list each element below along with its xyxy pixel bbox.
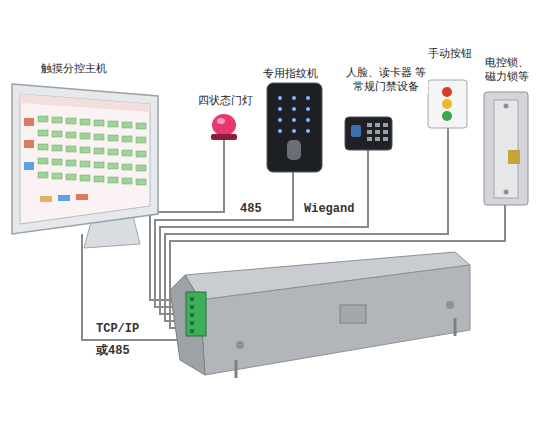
fingerprint-unit [267,83,322,172]
device-label: 手动按钮 [427,47,473,61]
button-plate [428,80,467,128]
signal-label: TCP/IP [95,322,140,337]
light-base [211,134,237,140]
fingerprint-body [267,83,322,172]
fingerprint-sensor [287,140,301,160]
door-light [211,114,237,140]
electric-lock [484,92,528,205]
lock-bolt [508,150,520,164]
keypad [278,96,310,133]
screen-title-bar [20,94,150,112]
device-label: 人脸、读卡器 等常规门禁设备 [344,66,428,94]
touch-monitor [12,84,158,248]
screen-side-buttons [24,118,88,202]
reader-keys [367,123,388,141]
light-highlight [217,118,225,124]
screen-grid [38,116,146,185]
lock-plate [484,92,528,205]
controller-box [170,252,470,378]
device-label: 四状态门灯 [197,94,254,108]
signal-label: Wiegand [303,202,355,217]
yellow-lamp [442,99,452,109]
signal-label: 或485 [95,344,131,359]
lock-body [494,100,518,198]
green-lamp [442,111,452,121]
terminal-block [186,292,206,336]
box-label-plate [340,305,366,323]
box-end [170,275,205,375]
signal-label: 485 [239,202,263,217]
manual-button [428,80,467,128]
red-lamp [442,87,452,97]
box-front [200,265,470,375]
reader-body [345,117,392,150]
monitor-screen [20,94,150,224]
device-label: 触摸分控主机 [40,62,108,76]
device-label: 电控锁、 磁力锁等 [481,56,533,84]
card-reader [345,117,392,150]
light-dome [212,114,236,136]
reader-logo [351,125,361,137]
device-label: 专用指纹机 [262,67,319,81]
monitor-frame [12,84,158,234]
